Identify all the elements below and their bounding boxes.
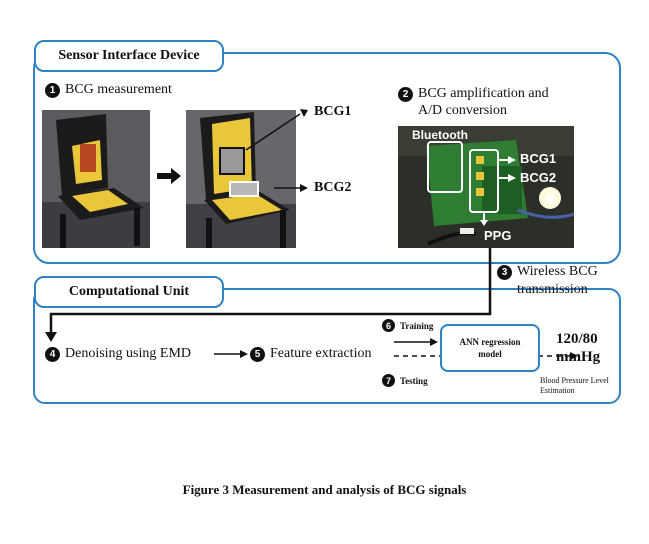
step-3-number: 3	[497, 264, 512, 280]
bcg-circuit-board-photo	[398, 126, 574, 248]
bp-result-unit: mmHg	[556, 349, 601, 365]
step-6-training: 6 Training	[382, 319, 433, 332]
sensor-interface-title: Sensor Interface Device	[34, 40, 224, 72]
step-3-label-line2: transmission	[517, 282, 588, 297]
step-1-number: 1	[45, 82, 60, 98]
chair-label-bcg1: BCG1	[314, 104, 352, 119]
bp-result-value: 120/80	[556, 331, 598, 347]
step-2-amplification: 2 BCG amplification and	[398, 86, 549, 102]
step-5-number: 5	[250, 346, 265, 362]
step-1-bcg-measurement: 1 BCG measurement	[45, 82, 172, 98]
ann-regression-model-box: ANN regression model	[440, 324, 540, 372]
chair-label-bcg2: BCG2	[314, 180, 352, 195]
ann-box-line2: model	[478, 349, 502, 359]
chair-photo-with-sensors	[186, 110, 296, 248]
board-label-bcg1: BCG1	[520, 151, 557, 166]
training-testing-arrows	[394, 338, 578, 360]
bp-estimation-note-line1: Blood Pressure Level	[540, 376, 609, 385]
figure-caption: Figure 3 Measurement and analysis of BCG…	[182, 482, 467, 497]
step-6-number: 6	[382, 319, 395, 332]
board-label-bluetooth: Bluetooth	[412, 128, 468, 142]
step-2-label-line2: A/D conversion	[418, 103, 508, 118]
step-4-denoising: 4 Denoising using EMD	[45, 346, 191, 362]
wireless-transmission-arrow	[45, 248, 492, 342]
step-3-wireless: 3 Wireless BCG	[497, 264, 598, 280]
computational-unit-title: Computational Unit	[34, 276, 224, 308]
step-5-label: Feature extraction	[270, 346, 372, 361]
denoise-to-feature-arrow	[214, 350, 248, 358]
step-6-label: Training	[400, 320, 434, 331]
chair-transition-arrow-icon	[157, 168, 181, 189]
step-5-feature-extraction: 5 Feature extraction	[250, 346, 371, 362]
step-2-label-line1: BCG amplification and	[418, 86, 549, 101]
step-4-number: 4	[45, 346, 60, 362]
step-7-label: Testing	[400, 375, 428, 386]
ann-box-line1: ANN regression	[459, 337, 521, 347]
bp-estimation-note-line2: Estimation	[540, 386, 575, 395]
step-3-label-line1: Wireless BCG	[517, 264, 598, 279]
step-4-label: Denoising using EMD	[65, 346, 191, 361]
chair-callouts	[245, 109, 308, 192]
board-label-bcg2: BCG2	[520, 170, 557, 185]
chair-photo-before	[42, 110, 150, 248]
board-label-ppg: PPG	[484, 228, 512, 243]
step-1-label: BCG measurement	[65, 82, 172, 97]
step-2-number: 2	[398, 86, 413, 102]
step-7-number: 7	[382, 374, 395, 387]
step-7-testing: 7 Testing	[382, 374, 428, 387]
